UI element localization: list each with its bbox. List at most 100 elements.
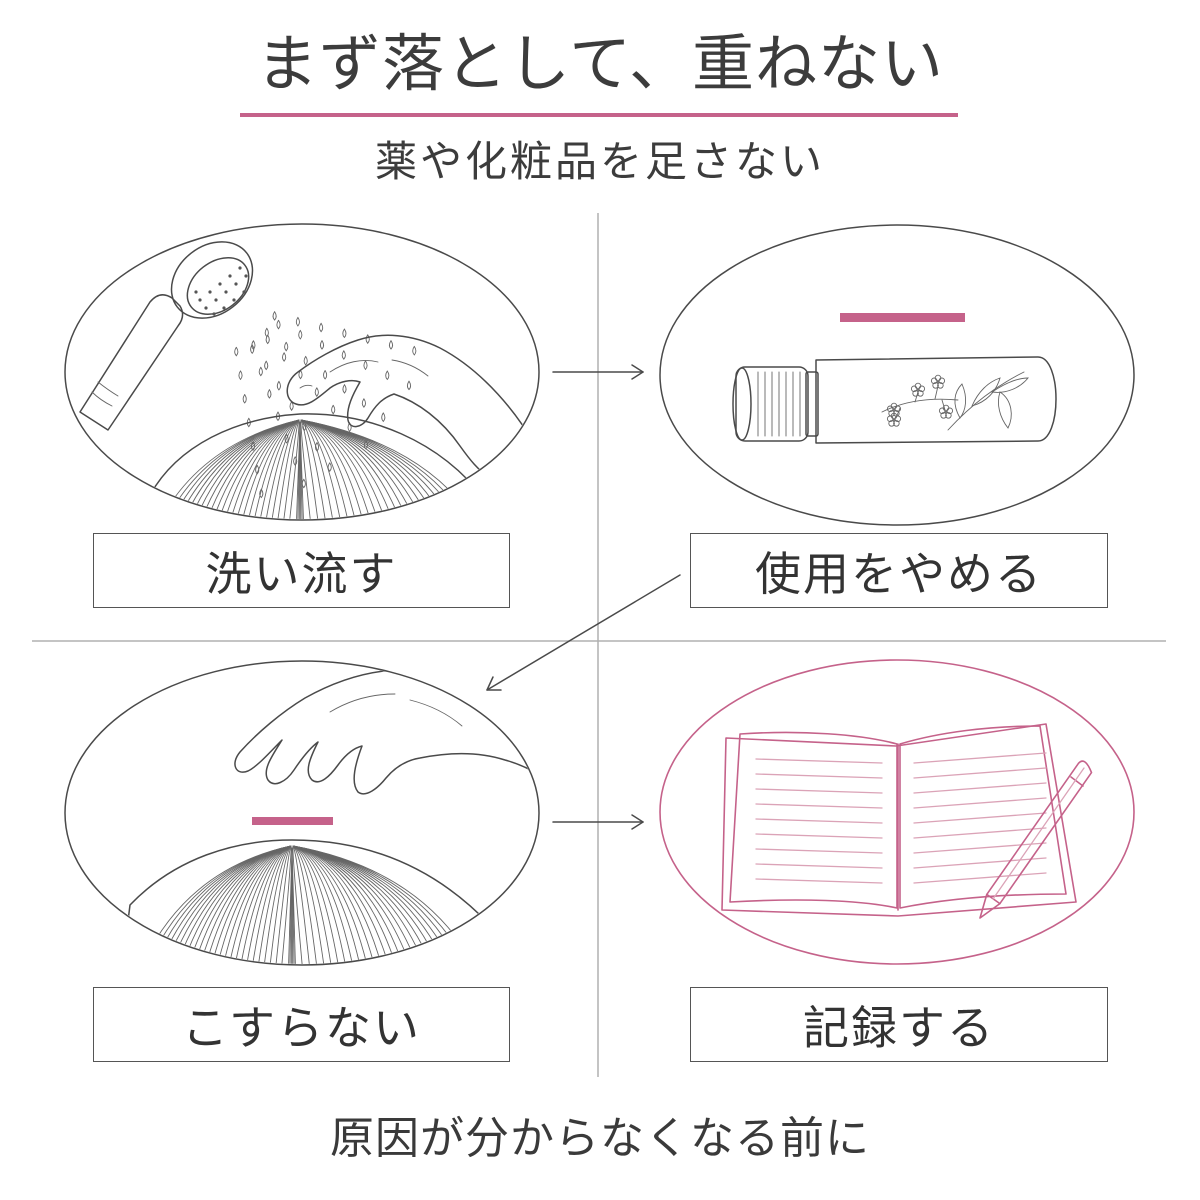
ruled-line (913, 812, 1047, 824)
notebook-icon (721, 723, 1077, 917)
water-drop (298, 369, 303, 380)
step-label-stop: 使用をやめる (690, 533, 1108, 608)
hair-strand (249, 845, 292, 964)
panel-no-rub-illustration (64, 660, 540, 966)
ruled-line (913, 767, 1047, 779)
panel-stop-illustration (659, 224, 1135, 526)
water-drop (284, 341, 289, 352)
bottle-icon (732, 356, 1057, 444)
water-drop (319, 322, 324, 333)
ruled-line (755, 833, 883, 839)
water-drop (381, 412, 386, 423)
ruled-line (913, 827, 1047, 839)
hair-strand (300, 419, 367, 519)
step-label-text: 記録する (803, 1000, 995, 1055)
hair-strand (133, 845, 292, 964)
water-drop (265, 334, 270, 345)
title-underline (240, 113, 958, 117)
water-drop (282, 352, 287, 362)
hair-strand (292, 845, 305, 964)
water-drop (331, 404, 336, 415)
hair-strand (292, 845, 335, 964)
step-label-no-rub: こすらない (93, 987, 510, 1062)
hair-strand (242, 845, 292, 964)
water-drop (289, 401, 294, 411)
water-drop (258, 366, 263, 377)
ruled-line (913, 842, 1047, 854)
footer-text: 原因が分からなくなる前に (330, 1113, 870, 1164)
hair-dome (139, 413, 496, 519)
step-label-wash: 洗い流す (93, 533, 510, 608)
page-subtitle: 薬や化粧品を足さない (374, 137, 825, 186)
hair-strand (291, 847, 297, 964)
hair-strand (292, 845, 373, 964)
ruled-line (913, 752, 1047, 764)
ruled-line (755, 803, 883, 809)
hair-strands (152, 419, 484, 519)
water-drop (267, 389, 272, 399)
hair-strand (230, 845, 292, 964)
water-drop (406, 380, 412, 391)
hair-strand (300, 419, 344, 519)
hair-strand (189, 419, 300, 519)
water-drop (272, 311, 277, 321)
water-drop (246, 417, 251, 428)
hair-strand (292, 845, 312, 964)
water-drop (412, 345, 417, 356)
water-drop (284, 433, 289, 444)
water-drop (323, 370, 328, 380)
ruled-line (913, 797, 1047, 809)
water-drop (388, 340, 394, 350)
panel-stop-frame (659, 224, 1135, 526)
water-drop (361, 398, 366, 408)
ruled-line (913, 782, 1047, 794)
hair-strand (255, 845, 292, 964)
step-label-text: 洗い流す (205, 546, 398, 601)
water-drop (264, 360, 269, 371)
ruled-line (755, 878, 883, 884)
minus-bar (252, 817, 333, 825)
hair-strand (292, 845, 320, 964)
water-drop (238, 370, 243, 381)
minus-bar (840, 313, 965, 322)
hair-dome (119, 839, 501, 964)
ruled-line (913, 872, 1047, 884)
hair-strand (250, 419, 300, 519)
water-drop (303, 355, 308, 366)
hair-strand (292, 845, 350, 964)
hair-strand (300, 419, 313, 519)
hair-strand (300, 419, 321, 519)
hair-strand (300, 419, 328, 519)
hair-strand (300, 419, 375, 519)
panel-wash-frame (64, 223, 540, 521)
hair-strand (292, 845, 380, 964)
step-label-text: 使用をやめる (755, 546, 1043, 601)
arrow-right-icon (552, 364, 644, 380)
hair-strand (236, 845, 292, 964)
water-drop (342, 384, 347, 394)
ruled-line (755, 818, 883, 824)
water-drop (341, 350, 346, 360)
water-drop (319, 340, 325, 350)
water-drop (295, 316, 300, 327)
panel-record-frame (659, 659, 1135, 965)
step-label-record: 記録する (690, 987, 1108, 1062)
botanical-decoration (881, 371, 1029, 431)
water-drop (276, 319, 281, 330)
ruled-line (755, 788, 883, 794)
hair-strand (279, 845, 292, 964)
hair-strand (300, 419, 360, 519)
hair-strand (292, 845, 343, 964)
page-title: まず落として、重ねない (255, 27, 945, 100)
water-drop (275, 411, 281, 422)
hair-strand (275, 419, 300, 519)
hand-icon (234, 669, 538, 795)
ruled-line (755, 863, 883, 869)
hair-strand (300, 419, 437, 519)
hair-strand (292, 845, 365, 964)
hair-strand (300, 419, 476, 519)
ruled-line (755, 758, 883, 764)
water-drop (234, 346, 239, 357)
hair-strand (273, 845, 292, 964)
shower-head-icon (79, 241, 254, 431)
